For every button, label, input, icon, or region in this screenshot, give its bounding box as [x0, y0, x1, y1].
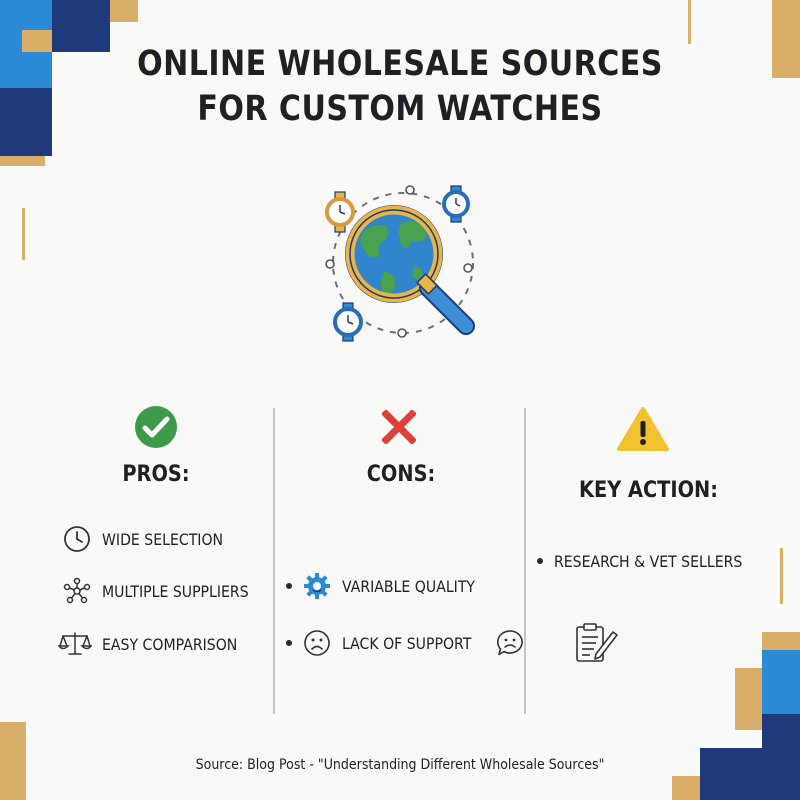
- bullet: [537, 558, 543, 564]
- network-icon: [62, 576, 92, 606]
- gear-icon: [302, 571, 332, 601]
- cons-header: CONS:: [366, 462, 436, 487]
- scales-icon: [58, 629, 92, 659]
- title-line-1: ONLINE WHOLESALE SOURCES: [137, 44, 663, 84]
- column-divider-right: [524, 408, 526, 714]
- cons-item-label: VARIABLE QUALITY: [342, 576, 476, 596]
- cons-item: VARIABLE QUALITY: [286, 571, 493, 601]
- key-action-header: KEY ACTION:: [579, 478, 718, 503]
- pros-item: EASY COMPARISON: [58, 629, 256, 659]
- key-action-item: RESEARCH & VET SELLERS: [537, 546, 768, 576]
- bullet: [286, 640, 292, 646]
- title-line-2: FOR CUSTOM WATCHES: [197, 89, 603, 129]
- red-x-icon: [382, 410, 416, 444]
- green-check-icon: [135, 406, 177, 448]
- sad-face-icon: [302, 628, 332, 658]
- pros-item-label: EASY COMPARISON: [102, 634, 238, 654]
- pros-item: MULTIPLE SUPPLIERS: [62, 576, 269, 606]
- sad-speech-bubble-icon: [495, 628, 525, 658]
- page-title: ONLINE WHOLESALE SOURCES FOR CUSTOM WATC…: [56, 42, 744, 132]
- key-action-item-label: RESEARCH & VET SELLERS: [554, 551, 743, 571]
- column-divider-left: [273, 408, 275, 714]
- warning-icon: [617, 407, 669, 451]
- cons-item-label: LACK OF SUPPORT: [342, 633, 472, 653]
- globe-magnifier-with-watches-icon: [325, 185, 475, 342]
- cons-item: LACK OF SUPPORT: [286, 628, 525, 658]
- pros-item: WIDE SELECTION: [62, 524, 240, 554]
- clock-icon: [62, 524, 92, 554]
- bullet: [286, 583, 292, 589]
- clipboard-pencil-icon: [576, 623, 618, 662]
- pros-item-label: WIDE SELECTION: [102, 529, 224, 549]
- source-caption: Source: Blog Post - "Understanding Diffe…: [195, 757, 605, 773]
- pros-item-label: MULTIPLE SUPPLIERS: [102, 581, 249, 601]
- pros-header: PROS:: [122, 462, 190, 487]
